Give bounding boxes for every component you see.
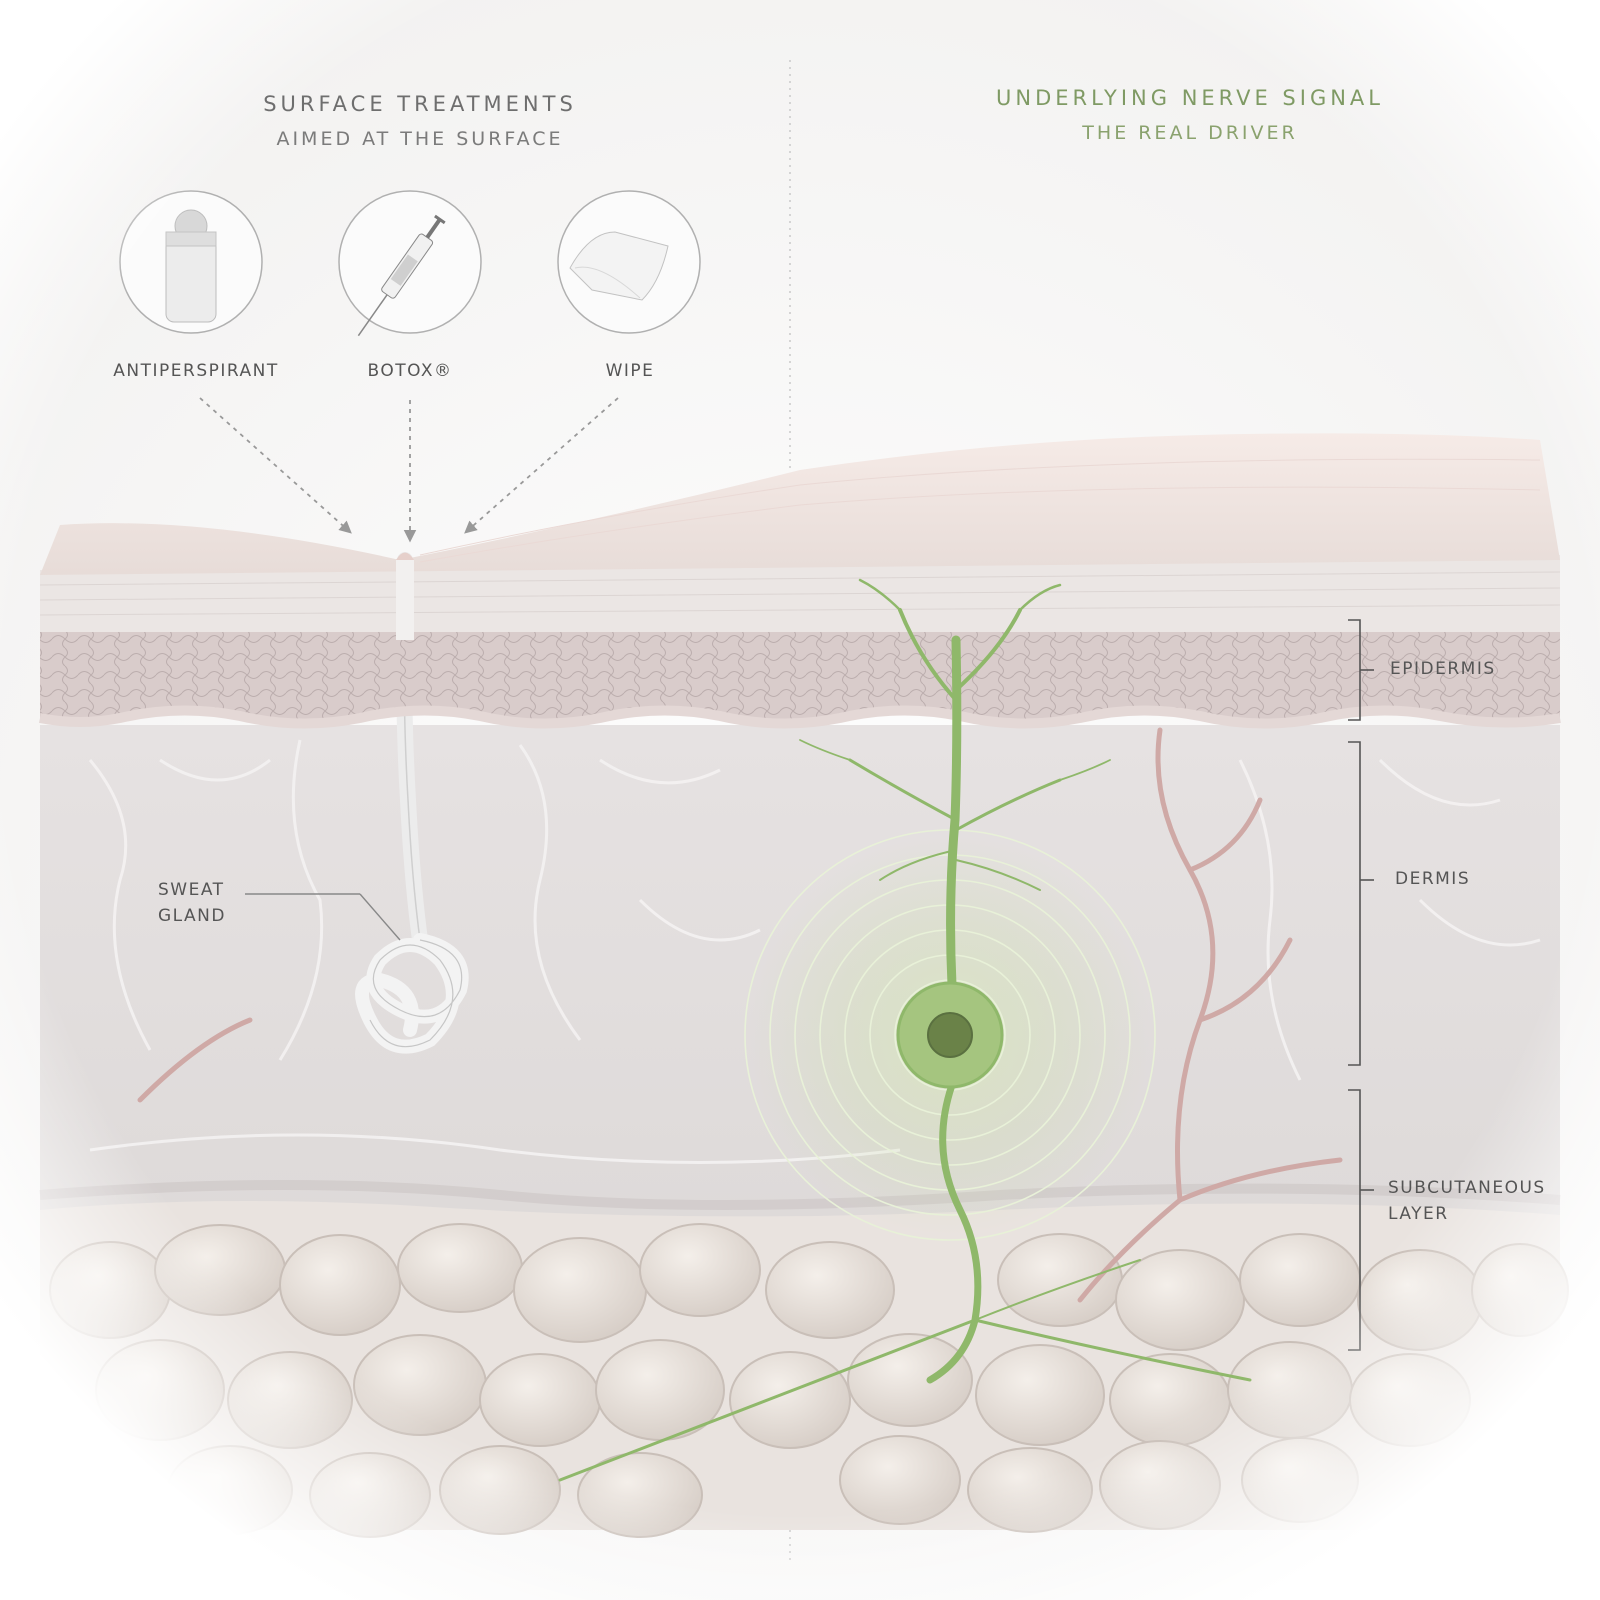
subcutaneous-label-line1: SUBCUTANEOUS <box>1388 1178 1546 1198</box>
right-panel-title: UNDERLYING NERVE SIGNAL <box>996 86 1384 110</box>
subcutaneous-label-line2: LAYER <box>1388 1204 1449 1224</box>
left-panel-subtitle: AIMED AT THE SURFACE <box>276 128 564 150</box>
sweat-gland-label-line2: GLAND <box>158 906 226 926</box>
treatment-label-antiperspirant: ANTIPERSPIRANT <box>113 361 279 381</box>
treatment-label-botox: BOTOX® <box>367 361 453 381</box>
left-panel-title: SURFACE TREATMENTS <box>263 92 577 116</box>
treatment-label-wipe: WIPE <box>605 361 655 381</box>
right-panel-subtitle: THE REAL DRIVER <box>1082 122 1298 144</box>
epidermis-label: EPIDERMIS <box>1390 659 1496 679</box>
dermis-label: DERMIS <box>1395 869 1471 889</box>
sweat-gland-label-line1: SWEAT <box>158 880 225 900</box>
